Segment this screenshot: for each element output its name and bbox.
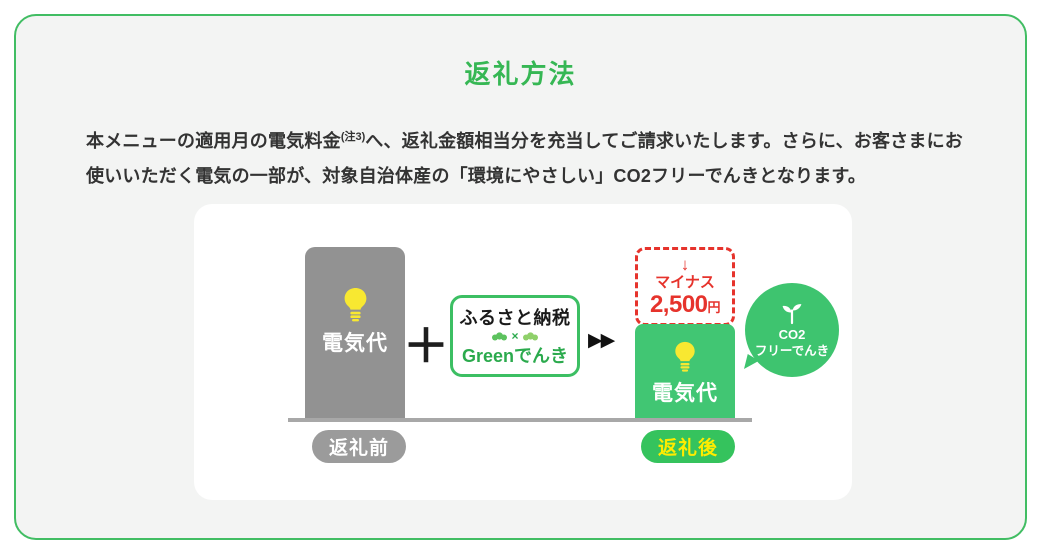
leaf-cloud-icon-left <box>491 331 508 341</box>
baseline <box>288 418 752 422</box>
discount-box: ↓ マイナス 2,500円 <box>635 247 735 326</box>
description-text: 本メニューの適用月の電気料金(注3)へ、返礼金額相当分を充当してご請求いたします… <box>86 124 964 194</box>
discount-amount: 2,500円 <box>638 291 732 318</box>
after-caption-pill: 返礼後 <box>641 430 735 463</box>
logo-cross: × <box>511 329 519 343</box>
before-caption-pill: 返礼前 <box>312 430 406 463</box>
footnote-ref: (注3) <box>340 131 366 143</box>
logo-cross-row: × <box>491 329 539 343</box>
plus-sign: ＋ <box>403 320 449 372</box>
lightbulb-icon <box>673 341 697 373</box>
lightbulb-icon <box>342 287 369 323</box>
sprout-icon <box>780 301 804 326</box>
before-bar-content: 電気代 <box>322 287 388 357</box>
leaf-cloud-icon-right <box>522 331 539 341</box>
before-bar-label: 電気代 <box>322 331 388 355</box>
bubble-line2: フリーでんき <box>754 343 830 358</box>
double-arrow-icon: ▶▶ <box>588 330 615 351</box>
description-part1: 本メニューの適用月の電気料金 <box>86 131 341 151</box>
logo-line1: ふるさと納税 <box>459 308 571 328</box>
after-bar: 電気代 <box>635 324 735 420</box>
furusato-green-logo: ふるさと納税 × Greenでんき <box>450 295 580 377</box>
co2-free-bubble: CO2 フリーでんき <box>744 283 839 377</box>
bubble-line1: CO2 <box>778 327 806 343</box>
discount-label: マイナス <box>655 274 715 291</box>
diagram-card: 電気代 ＋ ふるさと納税 × Greenでんき <box>194 204 852 500</box>
down-arrow-icon: ↓ <box>680 255 690 274</box>
after-bar-content: 電気代 <box>652 341 718 407</box>
logo-line2: Greenでんき <box>461 346 569 366</box>
before-bar: 電気代 <box>305 247 405 420</box>
after-bar-label: 電気代 <box>652 382 718 405</box>
description-part2: へ、返礼金額相当分を充当してご請求いたします。さらに、お客さまにお使いいただく電… <box>86 131 963 187</box>
discount-amount-value: 2,500 <box>649 291 708 318</box>
page-title: 返礼方法 <box>464 59 577 89</box>
return-method-panel: 返礼方法 本メニューの適用月の電気料金(注3)へ、返礼金額相当分を充当してご請求… <box>14 14 1027 540</box>
discount-amount-unit: 円 <box>707 300 721 315</box>
